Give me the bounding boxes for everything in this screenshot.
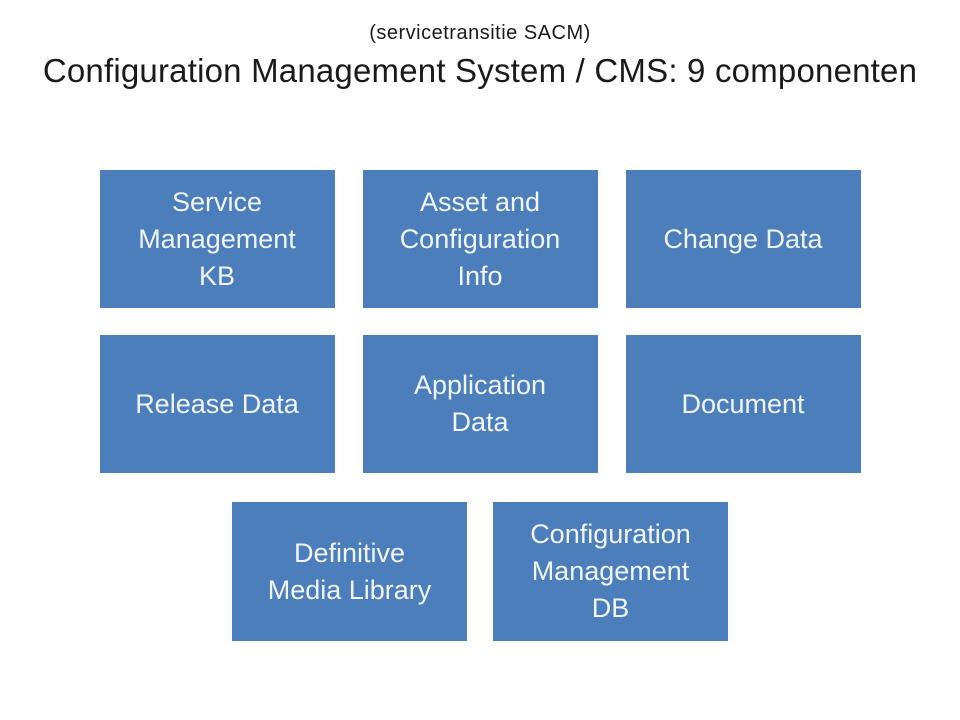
box-service-management-kb: Service Management KB (99, 170, 335, 308)
diagram-row-2: Release Data Application Data Document (0, 335, 960, 473)
box-application-data: Application Data (362, 335, 598, 473)
box-configuration-management-db: Configuration Management DB (493, 502, 728, 641)
box-release-data: Release Data (99, 335, 335, 473)
page-title: Configuration Management System / CMS: 9… (42, 52, 918, 89)
box-definitive-media-library: Definitive Media Library (232, 502, 467, 641)
box-change-data: Change Data (625, 170, 861, 308)
box-asset-and-configuration-info: Asset and Configuration Info (362, 170, 598, 308)
slide-subtitle: (servicetransitie SACM) (369, 22, 591, 44)
diagram-row-1: Service Management KB Asset and Configur… (0, 170, 960, 308)
diagram-row-3: Definitive Media Library Configuration M… (0, 502, 960, 641)
box-document: Document (625, 335, 861, 473)
